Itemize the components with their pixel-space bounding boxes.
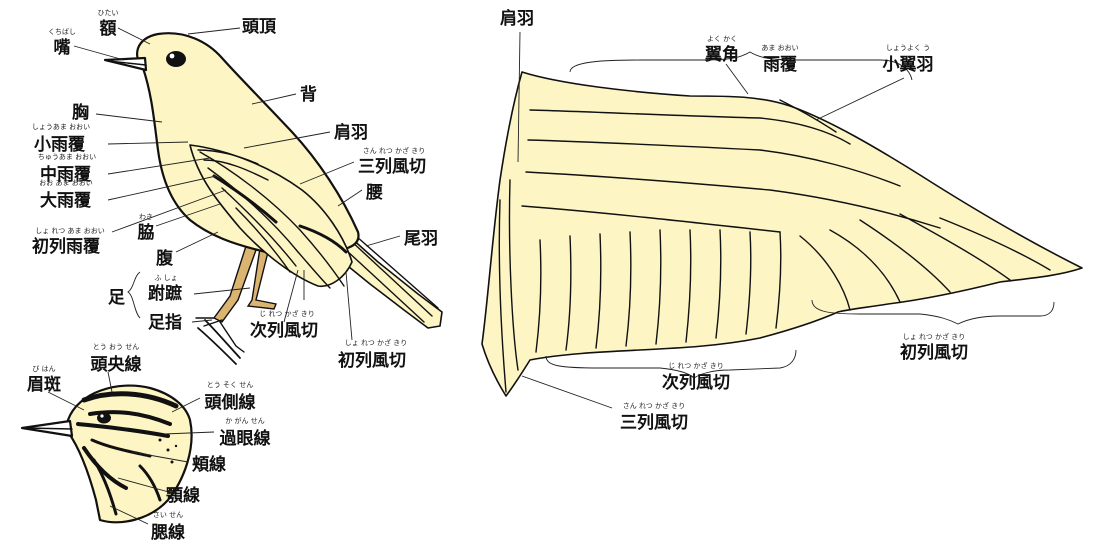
label-amaooi: 雨覆 bbox=[763, 55, 798, 75]
ruby-shouamaooi: しょうあま おおい bbox=[32, 123, 90, 131]
ruby-waki: わき bbox=[139, 213, 153, 221]
label-kuchibashi: 嘴 bbox=[54, 38, 71, 58]
ruby-fusho: ふ しょ bbox=[154, 274, 177, 282]
ruby-amaooi: あま おおい bbox=[761, 44, 798, 52]
label-kagansen: 過眼線 bbox=[220, 428, 271, 449]
label-obane: 尾羽 bbox=[404, 229, 438, 249]
label-hara: 腹 bbox=[156, 248, 174, 269]
perch-branch bbox=[197, 319, 241, 365]
ruby-bihan: び はん bbox=[32, 365, 55, 373]
ruby-sanretsu: さん れつ かざ きり bbox=[363, 146, 426, 155]
bird-leg-front bbox=[212, 245, 257, 323]
label-shoyokuu: 小翼羽 bbox=[883, 55, 934, 75]
label-gakusen: 顎線 bbox=[166, 485, 200, 506]
ruby-w-sanretsu: さん れつ かざ きり bbox=[623, 401, 686, 410]
label-mune: 胸 bbox=[72, 102, 89, 123]
ruby-toousen: とう おう せん bbox=[93, 343, 139, 351]
bird-eye bbox=[166, 51, 186, 67]
ruby-shoyokuu: しょうよく う bbox=[886, 44, 930, 52]
label-tocho: 頭頂 bbox=[242, 17, 277, 37]
ruby-chuamaooi: ちゅうあま おおい bbox=[38, 153, 96, 161]
label-w-shoretsu: 初列風切 bbox=[900, 342, 968, 363]
bird-beak bbox=[103, 56, 148, 72]
label-ashi: 足 bbox=[108, 288, 125, 308]
bird-leg-back bbox=[246, 246, 277, 310]
label-sanretsu: 三列風切 bbox=[358, 156, 426, 177]
label-fusho: 跗蹠 bbox=[148, 283, 182, 304]
ruby-kuchibashi: くちばし bbox=[48, 27, 76, 36]
label-shoretsuamaooi: 初列雨覆 bbox=[32, 236, 101, 257]
label-shouamaooi: 小雨覆 bbox=[34, 135, 86, 155]
label-shoretsu: 初列風切 bbox=[338, 350, 406, 371]
bracket-secondaries bbox=[545, 349, 797, 379]
ruby-jiretsu: じ れつ かざ きり bbox=[259, 309, 315, 318]
label-waki: 脇 bbox=[138, 222, 155, 243]
ruby-ooamaooi: おお あま おおい bbox=[39, 179, 92, 187]
label-saisen: 腮線 bbox=[151, 522, 185, 543]
labels: ひたい 額 くちばし 嘴 頭頂 背 胸 肩羽 しょうあま おおい 小雨覆 さん … bbox=[27, 8, 968, 543]
label-jiretsu: 次列風切 bbox=[250, 320, 318, 341]
label-chuamaooi: 中雨覆 bbox=[40, 164, 92, 185]
ruby-w-shoretsu: しょ れつ かざ きり bbox=[903, 332, 966, 341]
label-yokkaku: 翼角 bbox=[705, 44, 739, 65]
label-koshi: 腰 bbox=[366, 183, 383, 203]
ruby-yokkaku: よく かく bbox=[707, 35, 737, 43]
wing-figure bbox=[481, 51, 1083, 397]
ruby-shoretsuamaooi: しょ れつ あま おおい bbox=[35, 227, 105, 235]
label-kyosen: 頬線 bbox=[192, 454, 226, 475]
bird-figure bbox=[103, 32, 443, 365]
label-se: 背 bbox=[300, 84, 317, 105]
label-ooamaooi: 大雨覆 bbox=[40, 190, 92, 211]
ruby-shoretsu: しょ れつ かざ きり bbox=[345, 338, 408, 347]
ruby-w-jiretsu: じ れつ かざ きり bbox=[668, 361, 724, 370]
label-w-katabane: 肩羽 bbox=[500, 8, 534, 29]
label-w-sanretsu: 三列風切 bbox=[620, 412, 688, 433]
bracket-primaries bbox=[811, 299, 1055, 325]
ruby-saisen: さい せん bbox=[153, 511, 183, 519]
label-w-jiretsu: 次列風切 bbox=[662, 372, 730, 393]
label-hitai: 額 bbox=[99, 18, 117, 39]
ruby-hitai: ひたい bbox=[98, 9, 119, 17]
bracket-coverts bbox=[569, 51, 913, 81]
bird-wing bbox=[189, 144, 353, 287]
ruby-kagansen: か がん せん bbox=[225, 416, 264, 425]
label-tosokusen: 頭側線 bbox=[205, 392, 256, 413]
label-katabane: 肩羽 bbox=[334, 122, 368, 143]
head-figure bbox=[20, 384, 193, 524]
leader-lines bbox=[47, 27, 905, 525]
ruby-tosokusen: とう そく せん bbox=[207, 381, 253, 389]
label-toousen: 頭央線 bbox=[91, 354, 142, 375]
label-sokushi: 足指 bbox=[148, 312, 182, 333]
label-bihan: 眉斑 bbox=[27, 375, 61, 395]
